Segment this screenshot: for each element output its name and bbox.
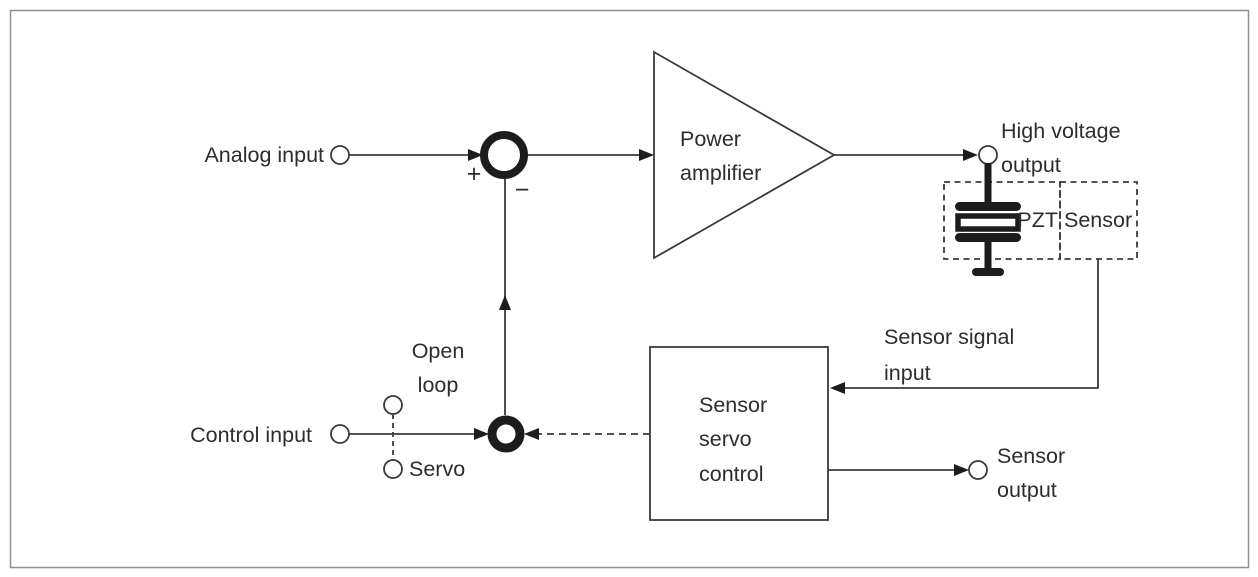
- arrowhead-into-junction-node: [474, 428, 489, 440]
- high-voltage-output: High voltage output: [834, 119, 1121, 177]
- analog-input-label: Analog input: [204, 143, 324, 167]
- control-input-branch: Control input: [190, 423, 489, 447]
- pzt-actuator-symbol: [955, 163, 1021, 276]
- power-amplifier-label-line2: amplifier: [680, 161, 761, 185]
- mode-switch: Open loop Servo: [383, 339, 465, 481]
- summing-junction: + −: [467, 131, 530, 204]
- servo-terminal: [383, 459, 403, 479]
- servo-label: Servo: [409, 457, 465, 481]
- high-voltage-output-label-line1: High voltage: [1001, 119, 1121, 143]
- sensor-output-branch: Sensor output: [828, 444, 1065, 502]
- sensor-signal-line: [844, 259, 1099, 389]
- sensor-signal-input-label-line2: input: [884, 361, 931, 385]
- power-amplifier-label-line1: Power: [680, 127, 741, 151]
- sensor-servo-control-label-line1: Sensor: [699, 393, 767, 417]
- sensor-servo-control-box: [649, 346, 829, 521]
- sensor-label: Sensor: [1064, 208, 1132, 232]
- minus-sign: −: [515, 176, 530, 204]
- pzt-top-electrode: [955, 202, 1021, 211]
- sensor-servo-control-block: Sensor servo control: [649, 346, 829, 521]
- diagram-frame: [9, 9, 1250, 569]
- sensor-output-label-line1: Sensor: [997, 444, 1065, 468]
- control-input-label: Control input: [190, 423, 312, 447]
- pzt-foot-bar: [972, 268, 1004, 276]
- pzt-bottom-electrode: [955, 233, 1021, 242]
- summing-junction-circle: [480, 131, 528, 179]
- power-amplifier-block: Power amplifier: [653, 50, 836, 260]
- sensor-output-terminal: [968, 460, 988, 480]
- sensor-servo-control-label-line2: servo: [699, 427, 752, 451]
- arrowhead-into-amplifier: [639, 149, 654, 161]
- arrowhead-dashed-into-junction: [524, 428, 539, 440]
- arrowhead-up-to-summing: [499, 295, 511, 310]
- sensor-signal-feedback: Sensor signal input: [830, 259, 1099, 394]
- junction-node-circle: [487, 415, 525, 453]
- pzt-dashed-box: [943, 181, 1061, 260]
- arrowhead-into-summing-junction: [468, 149, 483, 161]
- plus-sign: +: [467, 160, 482, 188]
- sensor-output-label-line2: output: [997, 478, 1057, 502]
- arrowhead-into-sensor-output-terminal: [954, 464, 969, 476]
- pzt-label: PZT: [1017, 208, 1058, 232]
- arrowhead-into-hv-terminal: [963, 149, 978, 161]
- high-voltage-output-terminal: [978, 145, 998, 165]
- control-input-terminal: [330, 424, 350, 444]
- analog-input-branch: Analog input: [204, 143, 483, 167]
- arrowhead-into-servo-box: [830, 382, 845, 394]
- power-amplifier-triangle: [653, 50, 836, 260]
- junction-to-amplifier-link: [528, 149, 654, 161]
- junction-node-group: [487, 179, 650, 453]
- open-loop-terminal: [383, 395, 403, 415]
- analog-input-terminal: [330, 145, 350, 165]
- high-voltage-output-label-line2: output: [1001, 153, 1061, 177]
- sensor-signal-input-label-line1: Sensor signal: [884, 325, 1014, 349]
- open-loop-label-line1: Open: [412, 339, 465, 363]
- open-loop-label-line2: loop: [418, 373, 459, 397]
- sensor-servo-control-label-line3: control: [699, 462, 764, 486]
- pzt-ceramic-body: [955, 213, 1021, 232]
